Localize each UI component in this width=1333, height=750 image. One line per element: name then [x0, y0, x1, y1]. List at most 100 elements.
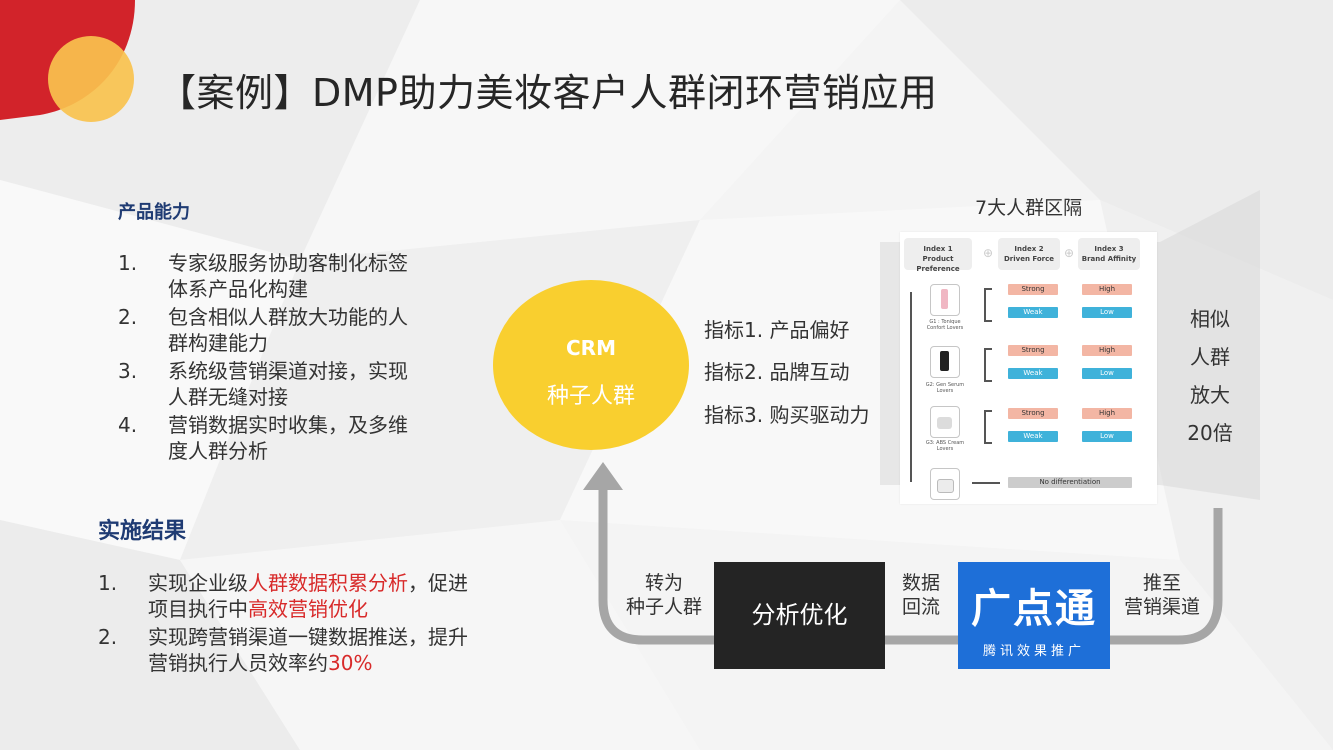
highlight-text: 高效营销优化	[248, 597, 368, 621]
pill-strong: Strong	[1008, 345, 1058, 356]
lookalike-line: 放大	[1190, 383, 1230, 407]
pill-low: Low	[1082, 368, 1132, 379]
product-image-4	[930, 468, 960, 500]
text-segment: 营销执行人员效率约	[148, 651, 328, 675]
product-caption-line: G3: ABS Cream	[925, 440, 965, 446]
list-number: 2.	[98, 625, 118, 649]
product-caption-line: Confort Lovers	[926, 325, 964, 331]
product-caption-line: G1 : Tonique	[929, 319, 961, 325]
pill-strong: Strong	[1008, 284, 1058, 295]
index-header-label: Index 3	[1094, 245, 1124, 253]
lookalike-expand-label: 相似 人群 放大 20倍	[1180, 300, 1240, 452]
pill-high: High	[1082, 284, 1132, 295]
analysis-optimization-box: 分析优化	[714, 562, 885, 669]
list-item: 2. 实现跨营销渠道一键数据推送，提升 营销执行人员效率约30%	[98, 624, 528, 678]
index-header-label: Product Preference	[916, 255, 960, 273]
gdt-logo-subtitle: 腾讯效果推广	[982, 644, 1085, 659]
gdt-logo: 广点通 腾讯效果推广	[958, 562, 1110, 669]
bracket-1	[984, 288, 992, 322]
list-number: 3.	[118, 359, 138, 383]
list-text-line: 系统级营销渠道对接，实现	[168, 359, 408, 383]
list-text-line: 实现企业级人群数据积累分析，促进	[98, 570, 528, 596]
results-heading: 实施结果	[98, 519, 187, 544]
lookalike-line: 20倍	[1187, 421, 1233, 445]
index-header-label: Index 1	[923, 245, 953, 253]
segments-title: 7大人群区隔	[975, 197, 1083, 219]
product-caption-2: G2: Gen Serum Lovers	[920, 382, 970, 394]
list-text-line: 人群无缝对接	[168, 385, 288, 409]
highlight-text: 30%	[328, 651, 373, 675]
metric-1: 指标1. 产品偏好	[704, 318, 850, 342]
index-header-1: Index 1 Product Preference	[904, 238, 972, 273]
pill-weak: Weak	[1008, 431, 1058, 442]
gdt-logo-text: 广点通	[971, 586, 1097, 632]
list-item: 2. 包含相似人群放大功能的人 群构建能力	[118, 304, 448, 358]
pill-strong: Strong	[1008, 408, 1058, 419]
list-item: 1. 专家级服务协助客制化标签 体系产品化构建	[118, 250, 448, 304]
list-item: 3. 系统级营销渠道对接，实现 人群无缝对接	[118, 358, 448, 412]
pill-low: Low	[1082, 431, 1132, 442]
jar-icon	[937, 417, 952, 429]
lookalike-line: 人群	[1190, 345, 1230, 369]
list-item: 4. 营销数据实时收集，及多维 度人群分析	[118, 412, 448, 466]
bracket-3	[984, 410, 992, 444]
index-header-2: Index 2 Driven Force	[998, 238, 1060, 270]
text-segment: 项目执行中	[148, 597, 248, 621]
text-segment: ，促进	[408, 571, 468, 595]
metric-2: 指标2. 品牌互动	[704, 360, 850, 384]
product-image-3	[930, 406, 960, 438]
product-caption-line: Lovers	[936, 388, 954, 394]
list-text-line: 项目执行中高效营销优化	[98, 596, 528, 622]
index-header-label: Index 2	[1014, 245, 1044, 253]
list-text-line: 包含相似人群放大功能的人	[168, 305, 408, 329]
segment-matrix-panel: Index 1 Product Preference Index 2 Drive…	[900, 232, 1157, 504]
list-number: 1.	[118, 251, 138, 275]
pill-low: Low	[1082, 307, 1132, 318]
label-line: 营销渠道	[1123, 596, 1200, 618]
product-caption-line: Lovers	[936, 446, 954, 452]
index-header-label: Brand Affinity	[1081, 255, 1137, 263]
flow-arrows	[583, 462, 1223, 645]
product-image-1	[930, 284, 960, 316]
bottle-icon	[940, 351, 949, 371]
text-segment: 实现跨营销渠道一键数据推送，提升	[148, 625, 468, 649]
pill-weak: Weak	[1008, 368, 1058, 379]
index-header-label: Driven Force	[1003, 255, 1055, 263]
pill-high: High	[1082, 408, 1132, 419]
pill-high: High	[1082, 345, 1132, 356]
product-caption-line: G2: Gen Serum	[925, 382, 965, 388]
jar-icon	[937, 479, 954, 493]
list-number: 2.	[118, 305, 138, 329]
product-caption-3: G3: ABS Cream Lovers	[920, 440, 970, 452]
label-line: 推至	[1142, 572, 1181, 594]
lookalike-line: 相似	[1190, 307, 1230, 331]
list-text-line: 度人群分析	[168, 439, 268, 463]
label-line: 转为	[644, 572, 683, 594]
product-caption-1: G1 : Tonique Confort Lovers	[920, 319, 970, 331]
product-image-2	[930, 346, 960, 378]
data-backflow-label: 数据 回流	[890, 571, 952, 619]
pill-weak: Weak	[1008, 307, 1058, 318]
crm-subtitle: 种子人群	[546, 384, 635, 409]
pill-no-differentiation: No differentiation	[1008, 477, 1132, 488]
connector-line	[972, 482, 1000, 484]
list-text-line: 营销执行人员效率约30%	[98, 650, 528, 676]
list-text-line: 体系产品化构建	[168, 277, 308, 301]
list-number: 1.	[98, 571, 118, 595]
plus-icon: ⊕	[1064, 246, 1075, 260]
highlight-text: 人群数据积累分析	[248, 571, 408, 595]
to-seed-label: 转为 种子人群	[614, 571, 714, 619]
list-text-line: 实现跨营销渠道一键数据推送，提升	[98, 624, 528, 650]
product-capability-list: 1. 专家级服务协助客制化标签 体系产品化构建 2. 包含相似人群放大功能的人 …	[118, 250, 448, 466]
text-segment: 实现企业级	[148, 571, 248, 595]
plus-icon: ⊕	[983, 246, 994, 260]
label-line: 回流	[901, 596, 940, 618]
crm-title: CRM	[566, 336, 616, 360]
list-text-line: 专家级服务协助客制化标签	[168, 251, 408, 275]
label-line: 数据	[901, 572, 940, 594]
product-capability-heading: 产品能力	[118, 202, 190, 223]
index-header-3: Index 3 Brand Affinity	[1078, 238, 1140, 270]
metric-3: 指标3. 购买驱动力	[704, 403, 870, 427]
list-text-line: 群构建能力	[168, 331, 268, 355]
tree-connector	[910, 292, 912, 482]
